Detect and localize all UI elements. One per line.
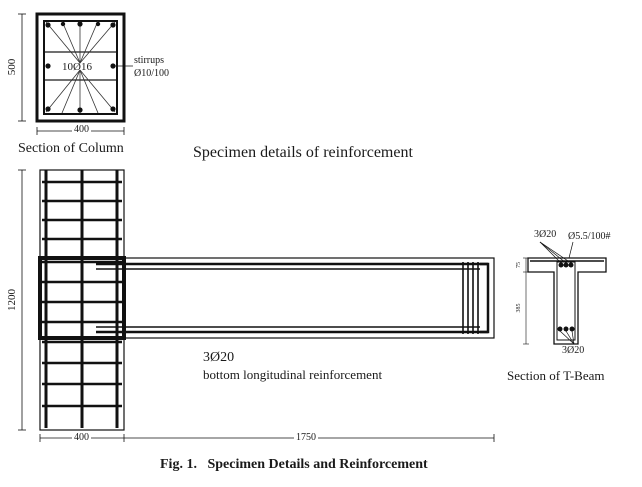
column-bars-label: 10Ø16 xyxy=(62,61,92,73)
elevation-beam xyxy=(96,257,495,339)
column-section-dims xyxy=(18,13,125,135)
bottom-bars-description: bottom longitudinal reinforcement xyxy=(203,367,383,382)
column-section-title: Section of Column xyxy=(18,141,124,156)
tbeam-bottom-bars xyxy=(557,326,575,332)
elevation-column xyxy=(38,169,126,431)
stirrups-label: stirrups xyxy=(134,55,164,66)
beam-longitudinal-bars xyxy=(96,262,488,334)
tbeam-section-title: Section of T-Beam xyxy=(507,368,605,383)
elevation-dims xyxy=(18,169,495,442)
column-height-label: 1200 xyxy=(6,289,18,312)
beam-length-label: 1750 xyxy=(294,432,318,443)
beam-bar-hook xyxy=(480,262,490,334)
column-cross-ties xyxy=(45,20,116,114)
column-section-height-label: 500 xyxy=(6,58,18,75)
stirrups-spec-label: Ø10/100 xyxy=(134,68,169,79)
tbeam-top-bars-label: 3Ø20 xyxy=(534,229,557,240)
tbeam-bottom-bars-label: 3Ø20 xyxy=(562,345,585,356)
drawing-heading: Specimen details of reinforcement xyxy=(193,144,413,161)
tbeam-outline xyxy=(527,257,607,345)
column-outline xyxy=(35,12,126,123)
column-section-drawing xyxy=(18,12,133,135)
figure-caption: Fig. 1. Specimen Details and Reinforceme… xyxy=(160,457,428,472)
tbeam-web-dim-label: 385 xyxy=(516,304,522,313)
beam-outline xyxy=(123,257,495,339)
column-rebar-dots xyxy=(45,21,116,113)
tbeam-section-drawing xyxy=(523,241,607,345)
tbeam-leaders xyxy=(539,241,575,345)
tbeam-stirrups-label: Ø5.5/100# xyxy=(568,231,611,242)
column-ties xyxy=(42,180,122,408)
column-section-width-label: 400 xyxy=(72,124,91,135)
bottom-bars-label: 3Ø20 xyxy=(203,350,235,365)
column-width-label: 400 xyxy=(72,432,91,443)
tbeam-top-bars xyxy=(558,262,574,268)
beam-end-stirrups xyxy=(462,262,479,334)
column-longitudinal-bars xyxy=(44,170,119,428)
tbeam-flange-dim-label: 75 xyxy=(516,262,522,268)
tbeam-dims xyxy=(523,257,529,345)
